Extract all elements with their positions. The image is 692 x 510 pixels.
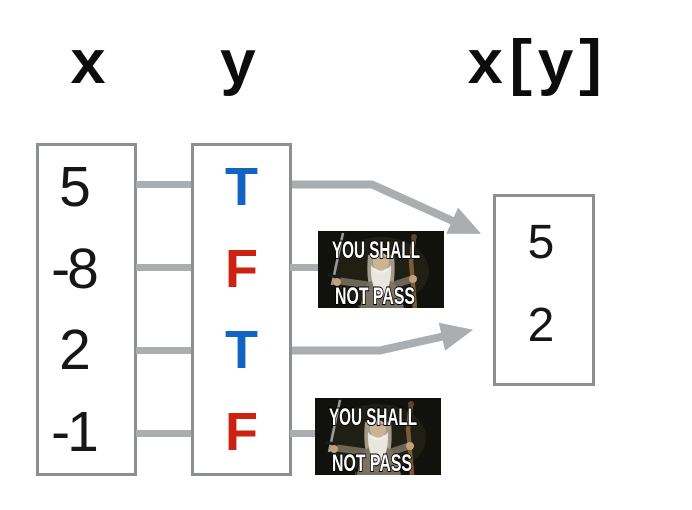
staff-icon <box>408 236 418 308</box>
header-y: y <box>219 31 256 102</box>
gandalf-beard <box>367 432 389 464</box>
result-value-0: 5 <box>527 216 555 269</box>
connector-row2-right <box>290 264 319 271</box>
y-vector-box: T F T F <box>191 143 292 476</box>
arrow-true-row1-icon <box>292 180 482 234</box>
y-value-3-false: F <box>225 402 258 463</box>
y-value-0-true: T <box>225 156 258 217</box>
connector-row3-left <box>136 347 192 354</box>
x-value-1: -8 <box>51 236 99 301</box>
result-vector-box: 5 2 <box>493 194 595 386</box>
connector-row2-left <box>136 264 192 271</box>
header-x: x <box>69 31 106 102</box>
meme-bottom-text: NOT PASS <box>332 450 412 475</box>
y-value-1-false: F <box>225 238 258 299</box>
you-shall-not-pass-meme-2: YOU SHALL NOT PASS <box>315 398 441 475</box>
meme-watermark <box>358 305 404 308</box>
connector-row4-right <box>290 430 317 437</box>
arrow-true-row3-icon <box>292 322 474 355</box>
x-value-0: 5 <box>59 154 91 219</box>
x-value-2: 2 <box>59 318 91 383</box>
staff-icon <box>405 403 415 475</box>
connector-row1-left <box>136 181 192 188</box>
y-value-2-true: T <box>225 320 258 381</box>
gandalf-beard <box>370 265 392 297</box>
meme-top-text: YOU SHALL <box>329 404 417 431</box>
meme-bottom-text: NOT PASS <box>335 283 415 308</box>
x-vector-box: 5 -8 2 -1 <box>36 143 137 476</box>
x-value-3: -1 <box>51 400 99 465</box>
header-x-of-y: x[y] <box>466 31 610 102</box>
meme-watermark <box>355 472 401 475</box>
result-value-1: 2 <box>527 299 555 352</box>
meme-top-text: YOU SHALL <box>332 237 420 264</box>
you-shall-not-pass-meme-1: YOU SHALL NOT PASS <box>318 231 444 308</box>
connector-row4-left <box>136 430 192 437</box>
